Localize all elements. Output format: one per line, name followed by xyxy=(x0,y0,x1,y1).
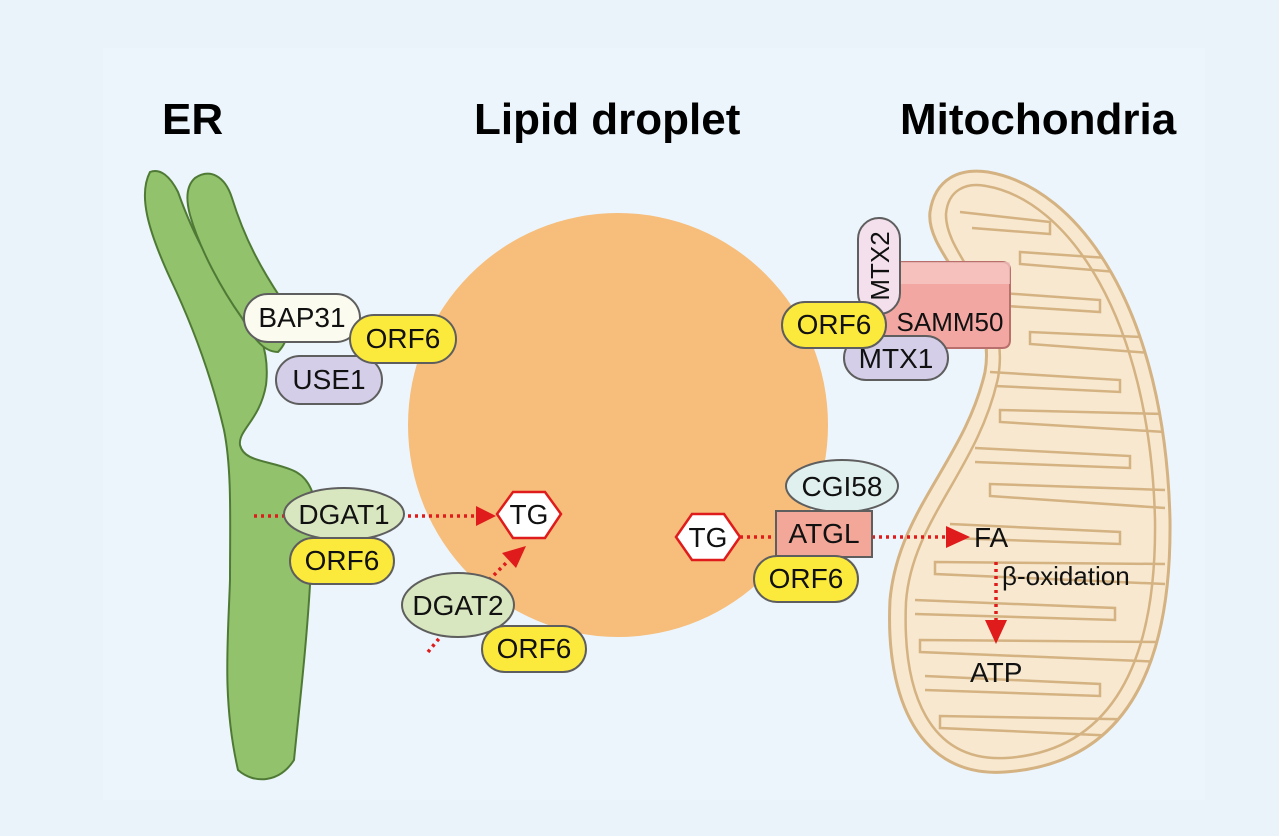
orf6-dgat2-box xyxy=(481,625,587,673)
mtx2-label: MTX2 xyxy=(865,231,895,300)
dgat2-to-tg-arrow xyxy=(482,559,510,587)
orf6-dgat2-label: ORF6 xyxy=(497,633,572,664)
tg-cytosol-hexagon xyxy=(674,512,742,562)
dgat1-label: DGAT1 xyxy=(298,499,389,530)
orf6-dgat1-box xyxy=(289,537,395,585)
mitochondria-title: Mitochondria xyxy=(900,95,1177,144)
use1-label: USE1 xyxy=(292,364,365,395)
orf6-atgl-box xyxy=(753,555,859,603)
atgl-label: ATGL xyxy=(788,518,859,549)
atp-label: ATP xyxy=(970,657,1022,688)
tg-droplet-label: TG xyxy=(510,499,549,530)
use1-box xyxy=(275,355,383,405)
beta-oxidation-arrowhead xyxy=(985,620,1007,644)
bap31-label: BAP31 xyxy=(258,302,345,333)
cgi58-label: CGI58 xyxy=(802,471,883,502)
orf6-atgl-label: ORF6 xyxy=(769,563,844,594)
dgat2-to-tg-arrowhead xyxy=(502,546,526,568)
tg-cytosol-label: TG xyxy=(689,522,728,553)
mitochondrion xyxy=(888,169,1172,774)
orf6-er-box xyxy=(349,314,457,364)
lipid-droplet-title: Lipid droplet xyxy=(474,95,741,144)
orf6-dgat1-label: ORF6 xyxy=(305,545,380,576)
orf6-mitochondria-label: ORF6 xyxy=(797,309,872,340)
tg-droplet-hexagon xyxy=(495,490,563,540)
beta-oxidation-label: β-oxidation xyxy=(1002,561,1130,591)
orf6-mitochondria-box xyxy=(781,301,887,349)
mtx1-label: MTX1 xyxy=(859,343,934,374)
samm50-label: SAMM50 xyxy=(897,307,1004,337)
atgl-to-fa-arrowhead xyxy=(946,526,970,548)
er-title: ER xyxy=(162,95,223,144)
fa-label: FA xyxy=(974,522,1009,553)
dgat1-to-tg-arrowhead xyxy=(476,506,496,526)
orf6-er-label: ORF6 xyxy=(366,323,441,354)
dgat2-box xyxy=(401,572,515,638)
bap31-box xyxy=(243,293,361,343)
dgat2-label: DGAT2 xyxy=(412,590,503,621)
samm50-shade xyxy=(882,262,1010,284)
